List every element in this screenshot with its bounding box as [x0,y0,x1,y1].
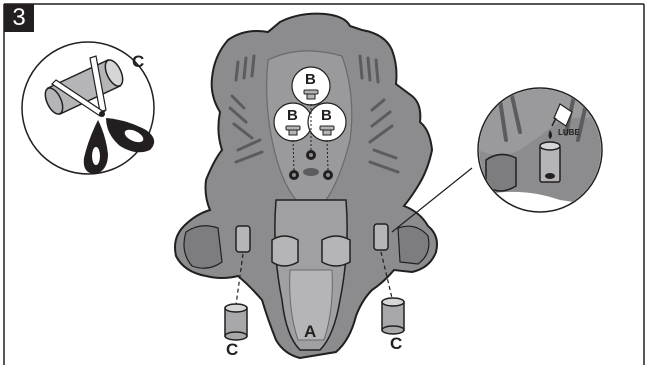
tube-label-c-top: C [132,52,145,71]
lube-label: LUBE [558,128,580,137]
shell-label-a: A [304,322,317,341]
step-number-badge: 3 [4,4,34,32]
leg-cap-right [381,297,405,335]
scissors-callout [21,41,155,175]
screw-callouts [273,66,347,171]
lube-dropper-icon [548,103,573,139]
seat-shell [174,12,438,360]
screw-label-b-right: B [321,107,332,124]
callout-leader-line [391,167,473,233]
tube-label-c-left: C [226,340,239,359]
screw-label-b-left: B [287,107,298,124]
tube-icon [44,59,124,115]
tube-label-c-right: C [390,334,403,353]
leg-cap-left [224,303,248,341]
leg-caps [224,251,405,341]
screw-label-b-top: B [305,71,316,88]
scissors-icon [51,55,155,174]
